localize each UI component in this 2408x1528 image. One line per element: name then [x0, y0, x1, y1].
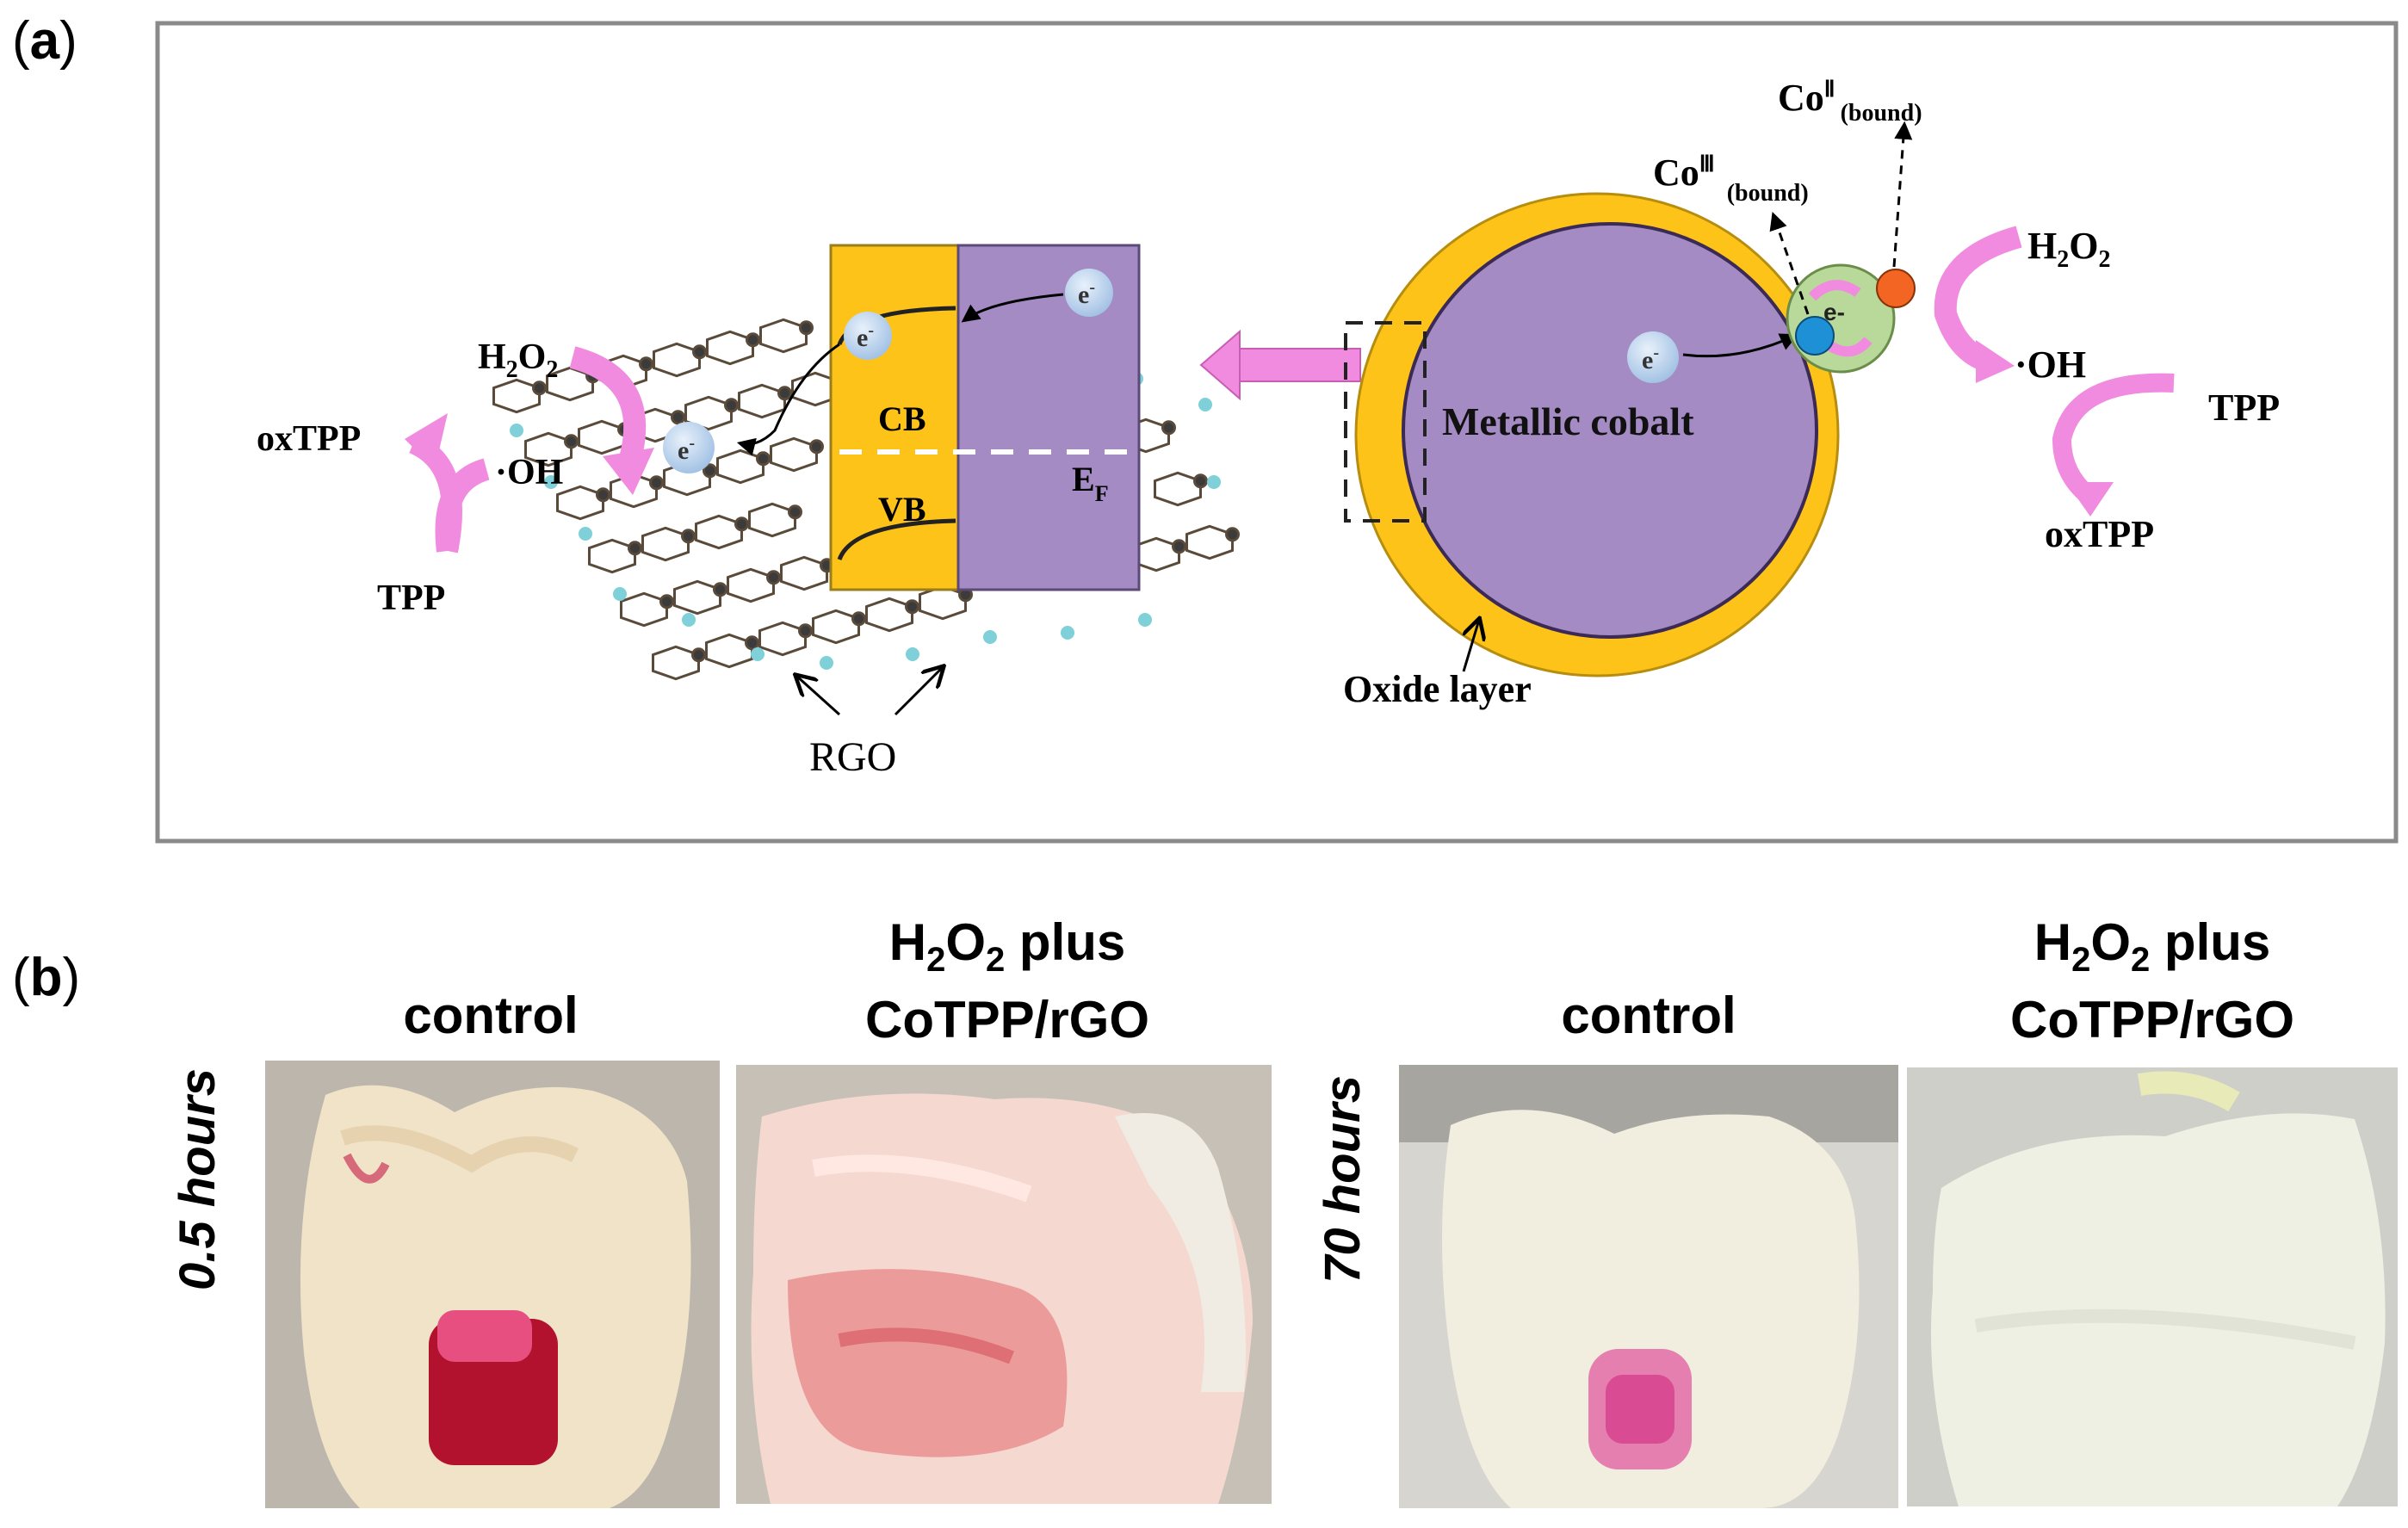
rgo-atom	[788, 504, 802, 520]
co3-label: CoⅢ(bound)	[1653, 152, 1809, 207]
rgo-atom	[1225, 527, 1240, 542]
rgo-atom	[639, 356, 653, 372]
left-h2o2-label: H2O2	[478, 337, 558, 383]
rgo-atom	[713, 582, 727, 597]
co3-site-icon	[1795, 316, 1835, 356]
pink-curved-arrow-h2o2	[569, 346, 647, 468]
pink-curved-arrow-right-tpp	[2052, 373, 2175, 503]
rgo-atom	[691, 647, 706, 663]
rgo-edge-atom	[579, 527, 592, 541]
rgo-atom	[756, 451, 771, 467]
header-treatment-2: H2O2 plus CoTPP/rGO	[2009, 913, 2295, 1049]
rgo-atom	[692, 344, 707, 360]
panel-b-label: (b)	[12, 948, 81, 1007]
rgo-atom	[724, 398, 739, 413]
tooth-photo-control-0-5h	[265, 1061, 720, 1508]
rgo-atom	[746, 332, 760, 348]
rgo-atom	[703, 463, 717, 479]
rgo-edge-atom	[1061, 626, 1074, 640]
oxide-layer-label: Oxide layer	[1343, 668, 1532, 710]
rgo-atom	[745, 635, 759, 651]
rgo-edge-atom	[1198, 398, 1212, 411]
svg-text:e-: e-	[1078, 278, 1095, 309]
metallic-cobalt-label: Metallic cobalt	[1442, 399, 1694, 443]
rgo-label: RGO	[809, 734, 896, 780]
header-control-2: control	[1561, 987, 1736, 1044]
rgo-atom	[628, 541, 642, 556]
rgo-atom	[1193, 473, 1208, 489]
electron-icon: e-	[663, 422, 715, 473]
left-oxtpp-label: oxTPP	[257, 419, 361, 459]
rgo-atom	[809, 439, 824, 455]
ef-label: EF	[1072, 460, 1109, 506]
tooth-photo-treatment-0-5h	[736, 1065, 1272, 1504]
rgo-atom	[681, 529, 696, 544]
rgo-edge-atom	[1207, 475, 1221, 489]
rgo-edge-atom	[1138, 613, 1152, 627]
right-h2o2-label: H2O2	[2027, 225, 2110, 273]
vb-band-curve	[837, 518, 956, 560]
svg-text:e-: e-	[678, 434, 695, 465]
right-oh-label: ·OH	[2015, 343, 2086, 386]
rgo-atom	[1172, 539, 1186, 554]
pink-curved-arrow-right-h2o2	[1934, 226, 2022, 373]
pink-transfer-arrow-icon	[1199, 329, 1361, 401]
svg-text:e-: e-	[1642, 343, 1659, 374]
right-tpp-label: TPP	[2208, 387, 2280, 429]
header-treatment-1: H2O2 plus CoTPP/rGO	[864, 913, 1150, 1049]
rgo-edge-atom	[820, 656, 833, 670]
rgo-atom	[596, 487, 610, 503]
dashed-zoom-box	[1344, 321, 1427, 523]
panel-a-frame	[155, 21, 2399, 844]
electron-icon: e-	[1065, 269, 1113, 317]
tooth-photo-control-70h	[1399, 1065, 1898, 1508]
electron-icon: e-	[1627, 331, 1679, 383]
metallic-cobalt-core	[1402, 222, 1818, 639]
rgo-atom	[532, 380, 547, 396]
rgo-atom	[777, 386, 792, 401]
rgo-atom	[649, 475, 664, 491]
rgo-atom	[766, 570, 781, 585]
header-control-1: control	[403, 987, 579, 1044]
rgo-atom	[734, 517, 749, 532]
rgo-atom	[671, 410, 685, 425]
svg-text:e-: e-	[857, 321, 874, 352]
rgo-edge-atom	[906, 647, 919, 661]
rgo-edge-atom	[510, 424, 523, 437]
rgo-atom	[799, 320, 814, 336]
cb-label: CB	[878, 399, 926, 438]
rgo-atom	[1161, 420, 1176, 436]
rgo-edge-atom	[682, 613, 696, 627]
rgo-edge-atom	[751, 647, 764, 661]
mechanism-diagram: CB VB EF e- e- e- H2O2 ·OH oxTPP TPP RGO…	[155, 21, 2399, 844]
rgo-atom	[659, 594, 674, 609]
left-tpp-label: TPP	[377, 578, 445, 618]
rgo-lattice-icon	[492, 318, 1240, 681]
rgo-atom	[851, 611, 866, 627]
panel-a-label: (a)	[12, 11, 77, 71]
electron-icon: e-	[844, 312, 892, 360]
co2-label: CoⅡ(bound)	[1778, 77, 1922, 127]
tooth-photo-treatment-70h	[1907, 1067, 2398, 1506]
co2-site-icon	[1876, 269, 1916, 308]
rgo-atom	[798, 623, 813, 639]
right-oxtpp-label: oxTPP	[2045, 513, 2154, 555]
rgo-atom	[564, 434, 579, 449]
rgo-atom	[905, 599, 919, 615]
rgo-edge-atom	[544, 475, 558, 489]
rgo-edge-atom	[983, 630, 997, 644]
left-oh-label: ·OH	[495, 453, 563, 492]
rgo-edge-atom	[613, 587, 627, 601]
vb-label: VB	[878, 490, 926, 529]
